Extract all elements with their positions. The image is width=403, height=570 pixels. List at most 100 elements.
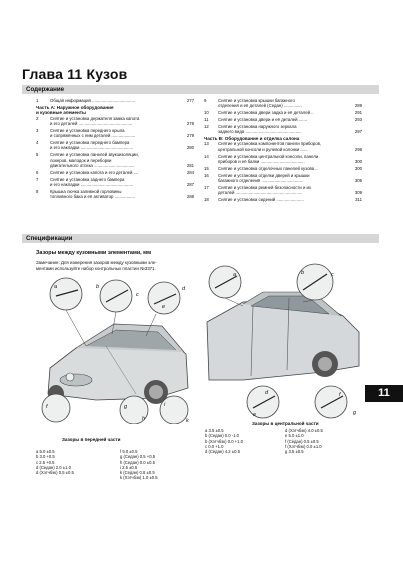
- toc-entry: 18 Снятие и установка сидений ...........…: [204, 197, 362, 202]
- toc-entry-number: [204, 159, 218, 164]
- toc-entry-title: Снятие и установка сидений .............…: [218, 197, 304, 202]
- figure-callout-letter: g: [353, 410, 357, 416]
- figure-callout-letter: b: [96, 284, 100, 290]
- toc-entry-title: Снятие и установка крышки багажного: [218, 98, 295, 103]
- toc-entry-number: 9: [204, 98, 207, 103]
- toc-entry-page: 309: [354, 190, 362, 196]
- toc-entry: заднего вида ...........................…: [204, 129, 362, 134]
- toc-entry: 12 Снятие и установка наружного зеркала: [204, 124, 362, 129]
- toc-entry-title: Снятие и установка двери и её деталей ..…: [218, 117, 308, 122]
- legend-line: a 5.0 ±0.5: [36, 449, 55, 454]
- figure-callout-letter: f: [339, 392, 341, 398]
- figure-callout-letter: f: [46, 404, 48, 410]
- toc-entry-page: 293: [354, 117, 362, 122]
- legend-line: c 2.5 +0.5: [36, 459, 55, 465]
- figure-callout-letter: d: [265, 390, 269, 396]
- toc-entry-number: 12: [204, 123, 209, 129]
- legend-line: d (Хэтчбэк) 0.5 ±0.5: [36, 470, 74, 476]
- toc-entry-title: заднего вида ...........................…: [218, 129, 302, 135]
- toc-entry-title: деталей ................................…: [218, 190, 303, 196]
- toc-entry-page: 278: [186, 121, 194, 126]
- toc-entry-page: 284: [186, 169, 194, 175]
- toc-entry-title: и сопряжённых с ним деталей ............…: [50, 133, 136, 139]
- toc-entry-page: 289: [354, 103, 362, 109]
- toc-entry: отделения и её деталей (Седан) .........…: [204, 103, 362, 108]
- contents-header: Содержание: [26, 86, 65, 93]
- toc-entry-title: Снятие и установка отделки дверей и крыш…: [218, 172, 310, 178]
- figure-callout-letter: i: [164, 402, 166, 408]
- toc-entry-number: [204, 103, 218, 108]
- toc-entry-title: и его накладки .........................…: [50, 182, 134, 187]
- toc-entry-number: [36, 163, 50, 168]
- toc-entry-title: Общая информация .......................…: [50, 98, 136, 103]
- figure-callout-letter: e: [162, 304, 166, 310]
- toc-entry-page: 300: [354, 159, 362, 164]
- toc-entry: и его деталей ..........................…: [36, 121, 194, 126]
- toc-entry-title: Снятие и установка ремней безопасности и…: [218, 184, 312, 190]
- toc-entry-number: 13: [204, 141, 209, 147]
- toc-entry-number: [204, 129, 218, 134]
- toc-entry-title: и его деталей ..........................…: [50, 121, 133, 126]
- toc-entry-title: Крышка лючка заливной горловины: [50, 188, 122, 194]
- toc-entry-number: 2: [36, 115, 39, 121]
- toc-entry: 2 Снятие и установка держателя замка капо…: [36, 116, 194, 121]
- toc-part-heading: и кузовные элементы: [36, 110, 86, 116]
- toc-entry-title: и его накладки .........................…: [50, 145, 134, 151]
- toc-entry-title: Снятие и установка держателя замка капот…: [50, 115, 140, 121]
- legend-line: g 3.5 ±0.5: [285, 449, 304, 455]
- toc-entry-number: 8: [36, 188, 39, 194]
- toc-entry: 13 Снятие и установка компонентов панели …: [204, 141, 362, 146]
- toc-entry-number: [36, 145, 50, 150]
- spec-title: Зазоры между кузовными элементами, мм: [36, 250, 152, 256]
- specs-header-bar: Спецификации: [22, 234, 379, 243]
- toc-entry: приборов и её балки ....................…: [204, 159, 362, 164]
- toc-entry-number: 3: [36, 127, 39, 133]
- toc-entry-page: 280: [186, 145, 194, 151]
- toc-entry-number: 11: [204, 117, 209, 122]
- toc-entry: и его накладки .........................…: [36, 182, 194, 187]
- toc-entry-title: Снятие и установка компонентов панели пр…: [218, 141, 322, 147]
- toc-entry-number: [36, 121, 50, 126]
- toc-entry-number: 16: [204, 172, 209, 178]
- legend-line: k (Седан) 0.8 ±0.5: [120, 470, 155, 476]
- toc-entry-page: 291: [354, 110, 362, 116]
- toc-entry-number: 18: [204, 197, 209, 202]
- contents-header-bar: Содержание: [22, 85, 379, 94]
- toc-entry-number: 14: [204, 153, 209, 159]
- legend-line: f (Седан) 0.5 ±0.5: [285, 438, 319, 444]
- figure-callout-letter: c: [331, 272, 334, 278]
- toc-entry-title: отделения и её деталей (Седан) .........…: [218, 103, 302, 109]
- toc-entry-page: 311: [355, 197, 362, 202]
- toc-entry-page: 277: [186, 98, 194, 103]
- toc-entry-number: [204, 178, 218, 183]
- legend-line: h (Седан) 0.0 ±0.5: [120, 459, 155, 465]
- legend-line: b (Седан) 0.0 -1.0: [205, 433, 239, 439]
- toc-entry-page: 287: [186, 182, 194, 187]
- legend-line: k (Хэтчбэк) 1.0 ±0.5: [120, 475, 158, 481]
- toc-entry-page: 305: [354, 178, 362, 183]
- figure-callout-letter: c: [136, 292, 139, 298]
- legend-line: f 5.0 ±0.5: [120, 449, 138, 454]
- chapter-title: Глава 11 Кузов: [22, 66, 128, 82]
- front-car-illustration: [41, 277, 189, 425]
- toc-part-heading: Часть А: Наружное оборудование: [36, 104, 114, 110]
- toc-entry-title: Снятие и установка наружного зеркала: [218, 123, 297, 129]
- toc-entry-page: 288: [186, 194, 194, 200]
- toc-entry-title: багажного отделения ....................…: [218, 178, 304, 183]
- toc-entry-number: [36, 133, 50, 138]
- toc-entry-title: двигательного отсека ...................…: [50, 163, 135, 168]
- legend-line: c 0.0 +1.0: [205, 443, 224, 449]
- figure-callout-letter: h: [142, 416, 146, 422]
- toc-entry: локеров, малодок и переборки: [36, 158, 194, 163]
- toc-entry-title: Снятие и установка панелей звукоизоляции…: [50, 152, 139, 158]
